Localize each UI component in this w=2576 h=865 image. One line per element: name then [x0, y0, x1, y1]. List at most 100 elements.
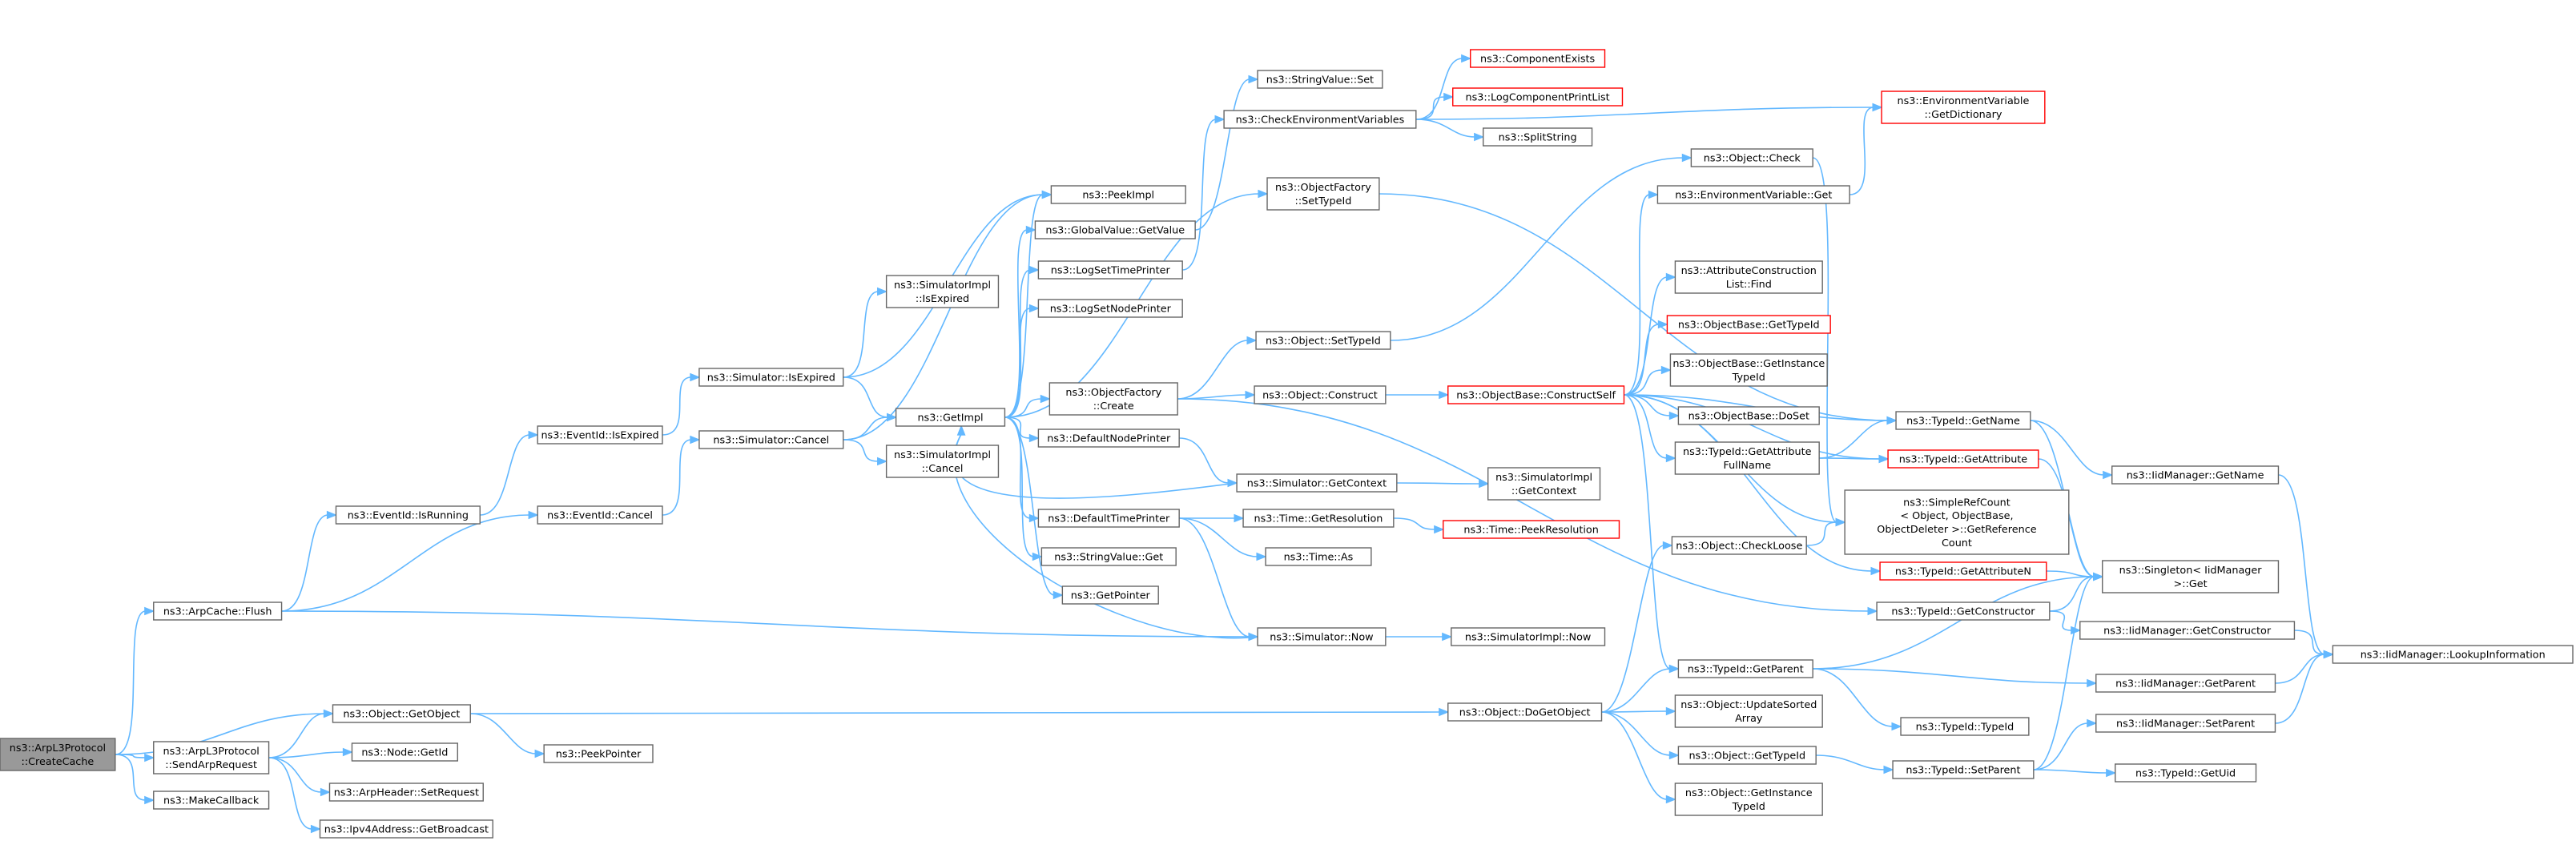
node-box[interactable] — [1677, 406, 1820, 425]
node-logsettimeprinter[interactable]: ns3::LogSetTimePrinter — [1037, 260, 1183, 280]
node-simplerefcount_getrefcount[interactable]: ns3::SimpleRefCount< Object, ObjectBase,… — [1844, 489, 2070, 555]
node-box[interactable] — [1040, 547, 1177, 566]
node-box[interactable] — [1447, 702, 1603, 722]
node-box[interactable] — [2102, 560, 2280, 593]
node-logsetnodeprinter[interactable]: ns3::LogSetNodePrinter — [1037, 299, 1183, 318]
node-box[interactable] — [1049, 382, 1178, 416]
node-checkenvvars[interactable]: ns3::CheckEnvironmentVariables — [1223, 110, 1417, 129]
node-typeid_getattribute[interactable]: ns3::TypeId::GetAttribute — [1887, 449, 2039, 469]
node-logcomponentprintlist[interactable]: ns3::LogComponentPrintList — [1452, 87, 1624, 107]
node-stringvalue_set[interactable]: ns3::StringValue::Set — [1257, 70, 1383, 89]
node-box[interactable] — [1900, 717, 2030, 736]
node-box[interactable] — [1487, 467, 1601, 501]
node-box[interactable] — [1656, 185, 1850, 204]
node-box[interactable] — [351, 742, 458, 762]
node-peekpointer[interactable]: ns3::PeekPointer — [543, 744, 654, 763]
node-typeid_getuid[interactable]: ns3::TypeId::GetUid — [2115, 763, 2257, 783]
node-object_construct[interactable]: ns3::Object::Construct — [1254, 385, 1387, 404]
node-object_check[interactable]: ns3::Object::Check — [1690, 148, 1813, 167]
node-box[interactable] — [885, 445, 1000, 478]
node-iidmanager_getparent[interactable]: ns3::IidManager::GetParent — [2095, 674, 2276, 693]
node-objectbase_constructself[interactable]: ns3::ObjectBase::ConstructSelf — [1447, 385, 1625, 404]
node-splitstring[interactable]: ns3::SplitString — [1482, 127, 1593, 147]
node-object_getobject[interactable]: ns3::Object::GetObject — [332, 704, 471, 723]
node-box[interactable] — [1447, 385, 1625, 404]
node-iidmanager_getconstructor[interactable]: ns3::IidManager::GetConstructor — [2079, 621, 2296, 640]
node-typeid_getconstructor[interactable]: ns3::TypeId::GetConstructor — [1876, 601, 2051, 621]
node-box[interactable] — [1452, 87, 1624, 107]
node-box[interactable] — [1037, 260, 1183, 280]
node-iidmanager_getname[interactable]: ns3::IidManager::GetName — [2111, 465, 2280, 485]
node-componentexists[interactable]: ns3::ComponentExists — [1470, 49, 1606, 68]
node-box[interactable] — [698, 368, 844, 387]
node-box[interactable] — [1037, 509, 1180, 528]
node-box[interactable] — [335, 505, 481, 525]
node-box[interactable] — [1669, 353, 1828, 387]
node-envvar_getdictionary[interactable]: ns3::EnvironmentVariable::GetDictionary — [1881, 91, 2046, 124]
node-getpointer[interactable]: ns3::GetPointer — [1061, 585, 1159, 605]
node-simimpl_cancel[interactable]: ns3::SimulatorImpl::Cancel — [885, 445, 1000, 478]
node-time_as[interactable]: ns3::Time::As — [1265, 547, 1372, 566]
node-box[interactable] — [1892, 760, 2035, 779]
node-object_dogetobject[interactable]: ns3::Object::DoGetObject — [1447, 702, 1603, 722]
node-node_getid[interactable]: ns3::Node::GetId — [351, 742, 458, 762]
node-box[interactable] — [1242, 509, 1395, 528]
node-ipv4_getbroadcast[interactable]: ns3::Ipv4Address::GetBroadcast — [319, 819, 493, 839]
node-box[interactable] — [1257, 627, 1387, 646]
node-createcache[interactable]: ns3::ArpL3Protocol::CreateCache — [0, 738, 116, 771]
node-box[interactable] — [328, 783, 484, 802]
node-box[interactable] — [153, 791, 270, 810]
node-arpcache_flush[interactable]: ns3::ArpCache::Flush — [153, 601, 283, 621]
node-box[interactable] — [537, 505, 663, 525]
node-box[interactable] — [1037, 428, 1180, 448]
node-defaultnodeprinter[interactable]: ns3::DefaultNodePrinter — [1037, 428, 1180, 448]
node-sim_isexpired[interactable]: ns3::Simulator::IsExpired — [698, 368, 844, 387]
node-stringvalue_get[interactable]: ns3::StringValue::Get — [1040, 547, 1177, 566]
node-arpheader_setrequest[interactable]: ns3::ArpHeader::SetRequest — [328, 783, 484, 802]
node-typeid_getname[interactable]: ns3::TypeId::GetName — [1895, 411, 2031, 430]
node-box[interactable] — [1677, 659, 1813, 678]
node-box[interactable] — [895, 408, 1006, 427]
node-eventid_isexpired[interactable]: ns3::EventId::IsExpired — [537, 425, 663, 445]
node-box[interactable] — [1451, 627, 1606, 646]
node-box[interactable] — [1254, 385, 1387, 404]
node-time_getresolution[interactable]: ns3::Time::GetResolution — [1242, 509, 1395, 528]
node-box[interactable] — [1671, 536, 1807, 555]
node-eventid_cancel[interactable]: ns3::EventId::Cancel — [537, 505, 663, 525]
node-box[interactable] — [698, 430, 844, 449]
node-box[interactable] — [2095, 714, 2276, 733]
node-peekimpl[interactable]: ns3::PeekImpl — [1050, 185, 1186, 204]
node-time_peekresolution[interactable]: ns3::Time::PeekResolution — [1443, 520, 1620, 539]
node-of_settypeid[interactable]: ns3::ObjectFactory::SetTypeId — [1266, 177, 1380, 211]
node-object_settypeid[interactable]: ns3::Object::SetTypeId — [1255, 331, 1391, 350]
node-box[interactable] — [1482, 127, 1593, 147]
node-box[interactable] — [1876, 601, 2051, 621]
node-defaulttimeprinter[interactable]: ns3::DefaultTimePrinter — [1037, 509, 1180, 528]
node-box[interactable] — [1257, 70, 1383, 89]
node-box[interactable] — [1265, 547, 1372, 566]
node-box[interactable] — [1895, 411, 2031, 430]
node-box[interactable] — [1887, 449, 2039, 469]
node-box[interactable] — [885, 275, 1000, 308]
node-box[interactable] — [2111, 465, 2280, 485]
node-box[interactable] — [1674, 260, 1823, 294]
node-object_checkloose[interactable]: ns3::Object::CheckLoose — [1671, 536, 1807, 555]
node-simimpl_getcontext[interactable]: ns3::SimulatorImpl::GetContext — [1487, 467, 1601, 501]
node-box[interactable] — [2332, 645, 2574, 664]
node-box[interactable] — [1674, 694, 1823, 728]
node-box[interactable] — [1236, 473, 1398, 493]
node-box[interactable] — [1677, 746, 1817, 765]
node-box[interactable] — [1690, 148, 1813, 167]
node-box[interactable] — [2079, 621, 2296, 640]
node-box[interactable] — [1844, 489, 2070, 555]
node-box[interactable] — [1037, 299, 1183, 318]
node-box[interactable] — [1061, 585, 1159, 605]
node-box[interactable] — [332, 704, 471, 723]
node-envvar_get[interactable]: ns3::EnvironmentVariable::Get — [1656, 185, 1850, 204]
node-box[interactable] — [1255, 331, 1391, 350]
node-sim_getcontext[interactable]: ns3::Simulator::GetContext — [1236, 473, 1398, 493]
node-objectbase_doset[interactable]: ns3::ObjectBase::DoSet — [1677, 406, 1820, 425]
